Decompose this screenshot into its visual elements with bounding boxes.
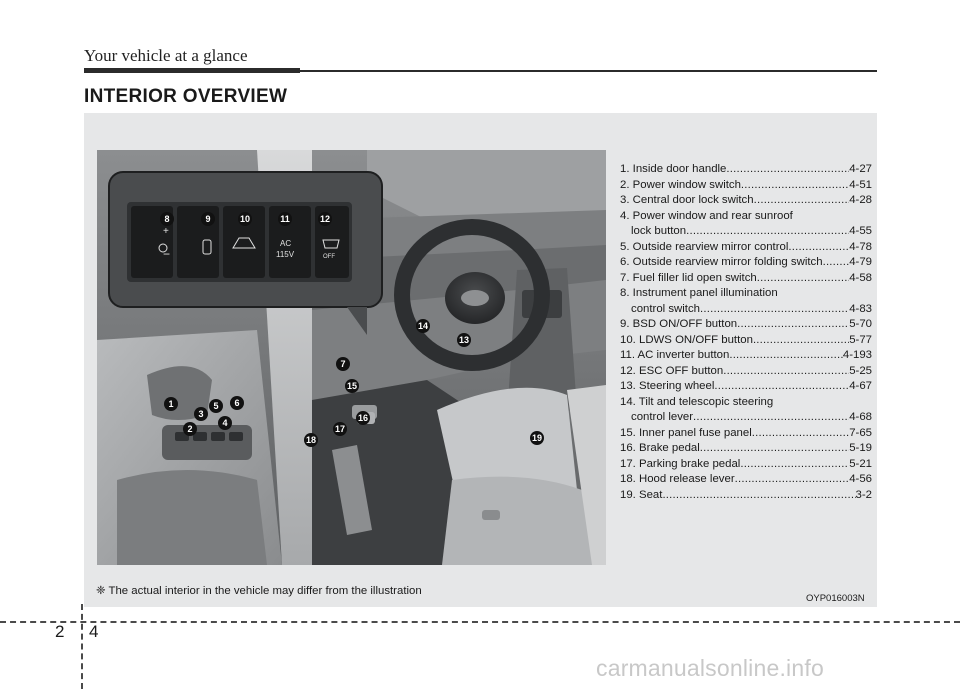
callout-18: 18 xyxy=(304,433,318,447)
svg-text:4: 4 xyxy=(222,418,227,428)
callout-9: 9 xyxy=(201,212,215,226)
svg-text:8: 8 xyxy=(164,214,169,224)
legend-item-continuation: lock button4-55 xyxy=(620,224,872,240)
illustration-note: ❈ The actual interior in the vehicle may… xyxy=(96,583,422,597)
callout-11: 11 xyxy=(278,212,292,226)
callout-10: 10 xyxy=(238,212,252,226)
svg-text:10: 10 xyxy=(240,214,250,224)
component-legend: 1. Inside door handle4-27 2. Power windo… xyxy=(620,162,872,503)
callout-5: 5 xyxy=(209,399,223,413)
callout-13: 13 xyxy=(457,333,471,347)
svg-text:9: 9 xyxy=(205,214,210,224)
legend-item-continuation: control switch4-83 xyxy=(620,302,872,318)
svg-text:2: 2 xyxy=(187,424,192,434)
header-rule-thin xyxy=(300,70,877,72)
svg-text:5: 5 xyxy=(213,401,218,411)
watermark: carmanualsonline.info xyxy=(596,655,824,682)
svg-text:1: 1 xyxy=(168,399,173,409)
callout-7: 7 xyxy=(336,357,350,371)
section-header: Your vehicle at a glance xyxy=(84,46,248,66)
svg-text:11: 11 xyxy=(280,214,290,224)
interior-illustration: + − AC 115V OFF 8 9 10 11 12 1 2 3 4 5 6… xyxy=(97,150,606,565)
svg-text:13: 13 xyxy=(459,335,469,345)
svg-text:6: 6 xyxy=(234,398,239,408)
callout-14: 14 xyxy=(416,319,430,333)
svg-text:14: 14 xyxy=(418,321,428,331)
svg-text:+: + xyxy=(163,226,169,237)
legend-item: 13. Steering wheel4-67 xyxy=(620,379,872,395)
svg-text:12: 12 xyxy=(320,214,330,224)
legend-item: 10. LDWS ON/OFF button5-77 xyxy=(620,333,872,349)
off-label: OFF xyxy=(323,254,335,260)
chapter-number: 2 xyxy=(55,622,64,642)
legend-item: 2. Power window switch4-51 xyxy=(620,178,872,194)
voltage-label: 115V xyxy=(276,250,295,259)
legend-item: 19. Seat3-2 xyxy=(620,488,872,504)
legend-item: 9. BSD ON/OFF button5-70 xyxy=(620,317,872,333)
svg-text:16: 16 xyxy=(358,413,368,423)
figure-code: OYP016003N xyxy=(806,593,865,604)
legend-item: 17. Parking brake pedal5-21 xyxy=(620,457,872,473)
legend-item: 6. Outside rearview mirror folding switc… xyxy=(620,255,872,271)
callout-16: 16 xyxy=(356,411,370,425)
legend-item-continuation: control lever4-68 xyxy=(620,410,872,426)
callout-1: 1 xyxy=(164,397,178,411)
svg-text:7: 7 xyxy=(340,359,345,369)
legend-item: 3. Central door lock switch4-28 xyxy=(620,193,872,209)
svg-text:3: 3 xyxy=(198,409,203,419)
ac-label: AC xyxy=(280,239,291,248)
callout-3: 3 xyxy=(194,407,208,421)
footer-rule xyxy=(0,621,960,623)
legend-item: 7. Fuel filler lid open switch4-58 xyxy=(620,271,872,287)
legend-item: 5. Outside rearview mirror control4-78 xyxy=(620,240,872,256)
legend-item: 15. Inner panel fuse panel7-65 xyxy=(620,426,872,442)
legend-item: 11. AC inverter button4-193 xyxy=(620,348,872,364)
legend-item: 12. ESC OFF button5-25 xyxy=(620,364,872,380)
page-title: INTERIOR OVERVIEW xyxy=(84,86,287,108)
callout-12: 12 xyxy=(318,212,332,226)
legend-item: 1. Inside door handle4-27 xyxy=(620,162,872,178)
svg-text:15: 15 xyxy=(347,381,357,391)
callout-15: 15 xyxy=(345,379,359,393)
svg-text:17: 17 xyxy=(335,424,345,434)
legend-item: 16. Brake pedal5-19 xyxy=(620,441,872,457)
callout-4: 4 xyxy=(218,416,232,430)
callout-8: 8 xyxy=(160,212,174,226)
legend-item: 18. Hood release lever4-56 xyxy=(620,472,872,488)
legend-item: 14. Tilt and telescopic steering xyxy=(620,395,872,411)
footer-divider xyxy=(81,604,83,689)
header-rule-thick xyxy=(84,68,300,73)
callout-17: 17 xyxy=(333,422,347,436)
callout-6: 6 xyxy=(230,396,244,410)
page-number: 4 xyxy=(89,622,98,642)
callout-19: 19 xyxy=(530,431,544,445)
svg-text:19: 19 xyxy=(532,433,542,443)
legend-item: 8. Instrument panel illumination xyxy=(620,286,872,302)
legend-item: 4. Power window and rear sunroof xyxy=(620,209,872,225)
svg-text:18: 18 xyxy=(306,435,316,445)
callout-2: 2 xyxy=(183,422,197,436)
